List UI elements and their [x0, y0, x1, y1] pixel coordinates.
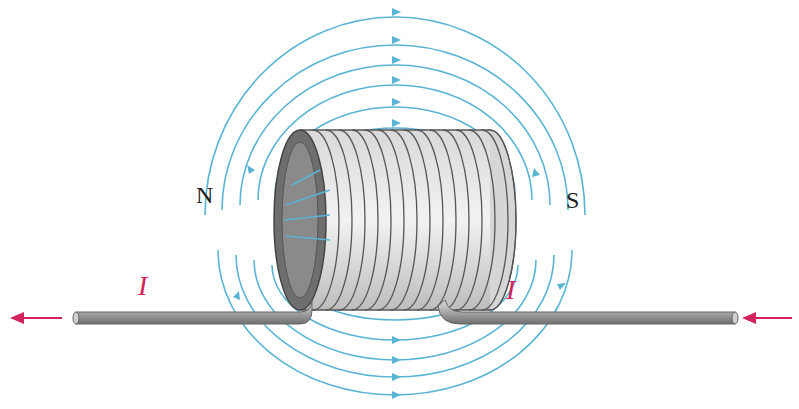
arrowhead [392, 98, 401, 106]
current-arrow [752, 317, 792, 319]
arrowhead [392, 76, 401, 84]
wire-right [438, 300, 735, 324]
arrowhead [233, 291, 240, 300]
arrowhead [392, 56, 401, 64]
pole-label: S [566, 188, 579, 212]
coil-body [300, 130, 490, 310]
arrowhead [392, 36, 401, 44]
field-lines-inside [284, 170, 330, 240]
wire-left [76, 300, 312, 324]
pole-label: N [196, 183, 213, 207]
arrowhead [742, 312, 756, 324]
arrowhead [532, 168, 540, 177]
arrowhead [392, 373, 401, 381]
arrowhead [10, 312, 24, 324]
current-arrows [10, 312, 792, 324]
coil-face [274, 130, 326, 310]
arrowhead [392, 336, 401, 344]
current-label: I [138, 272, 147, 300]
coil-body-cover [300, 130, 490, 310]
arrowhead [392, 8, 401, 16]
coil-turns [313, 130, 516, 310]
arrowhead [557, 283, 566, 290]
arrowhead [392, 119, 401, 127]
arrowhead [392, 356, 401, 364]
current-arrow [20, 317, 62, 319]
wire [73, 300, 738, 324]
arrowhead [392, 391, 401, 399]
current-label: I [506, 276, 515, 304]
coil [274, 130, 516, 310]
arrowhead [247, 165, 255, 174]
field-arrowheads [233, 8, 566, 399]
